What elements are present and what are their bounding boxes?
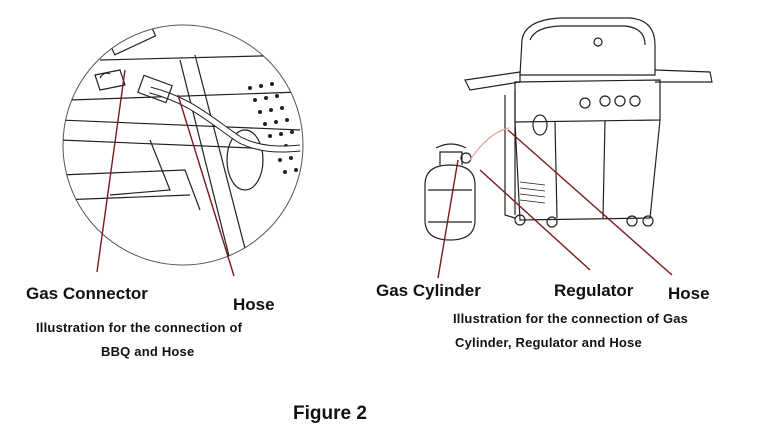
leader-lines bbox=[96, 69, 673, 279]
hose-highlight bbox=[469, 127, 511, 161]
grill-and-cylinder-drawing bbox=[424, 17, 713, 241]
hose-label-right: Hose bbox=[668, 284, 710, 303]
gas-connector-label: Gas Connector bbox=[26, 284, 148, 303]
caption-left-line2: BBQ and Hose bbox=[101, 344, 195, 359]
caption-right-line2: Cylinder, Regulator and Hose bbox=[455, 335, 642, 350]
hose-label-left: Hose bbox=[233, 295, 275, 314]
caption-right-line1: Illustration for the connection of Gas bbox=[453, 311, 689, 326]
figure-title: Figure 2 bbox=[293, 403, 367, 424]
caption-left-line1: Illustration for the connection of bbox=[36, 320, 243, 335]
bbq-closeup-drawing bbox=[62, 24, 304, 266]
gas-cylinder-label: Gas Cylinder bbox=[376, 281, 481, 300]
regulator-label: Regulator bbox=[554, 281, 634, 300]
